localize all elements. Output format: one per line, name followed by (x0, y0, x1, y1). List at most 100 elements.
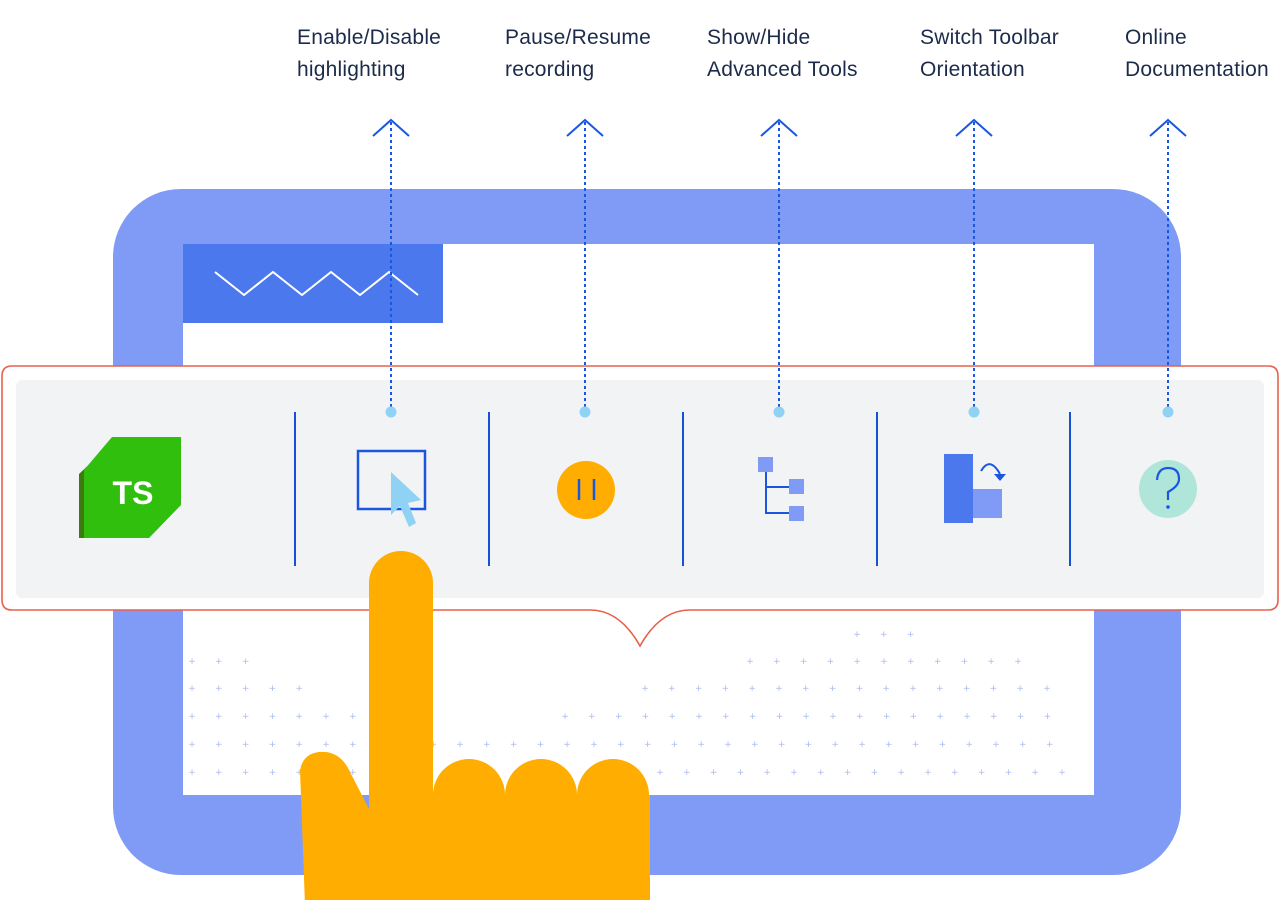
svg-text:+: + (188, 657, 196, 667)
svg-text:+: + (656, 768, 664, 778)
dot-pattern: + + + + + + + + + + + + + + + + + + + + + + + + + + + + + + + + + + + + + + + +… (188, 630, 1066, 778)
svg-text:+: + (668, 712, 676, 722)
svg-text:+: + (1058, 768, 1066, 778)
svg-text:+: + (924, 768, 932, 778)
svg-text:+: + (856, 684, 864, 694)
svg-text:+: + (965, 740, 973, 750)
svg-text:+: + (242, 657, 250, 667)
svg-text:+: + (749, 712, 757, 722)
svg-text:+: + (748, 684, 756, 694)
callout-arrows (372, 118, 1187, 418)
svg-text:+: + (978, 768, 986, 778)
svg-text:+: + (295, 768, 303, 778)
svg-text:+: + (644, 740, 652, 750)
svg-text:+: + (1043, 684, 1051, 694)
svg-text:+: + (992, 740, 1000, 750)
pause-icon[interactable] (557, 461, 615, 519)
svg-text:+: + (802, 712, 810, 722)
help-icon[interactable] (1139, 460, 1197, 518)
svg-text:+: + (990, 712, 998, 722)
toolbar (16, 380, 1264, 598)
window-title-bar (183, 244, 443, 323)
svg-text:+: + (242, 768, 250, 778)
label-line: recording (505, 58, 595, 81)
svg-text:+: + (910, 712, 918, 722)
svg-text:+: + (778, 740, 786, 750)
svg-text:+: + (827, 657, 835, 667)
toolbar-dividers (294, 412, 1071, 566)
svg-text:+: + (951, 768, 959, 778)
svg-text:+: + (617, 740, 625, 750)
label-online-documentation: Online Documentation (1125, 22, 1269, 86)
svg-text:+: + (269, 712, 277, 722)
svg-text:+: + (295, 684, 303, 694)
svg-text:+: + (961, 657, 969, 667)
svg-text:+: + (776, 712, 784, 722)
label-enable-disable-highlighting: Enable/Disable highlighting (297, 22, 441, 86)
svg-text:+: + (871, 768, 879, 778)
orientation-icon[interactable] (944, 454, 1006, 523)
svg-text:+: + (805, 740, 813, 750)
svg-text:+: + (215, 712, 223, 722)
label-line: Switch Toolbar (920, 26, 1059, 49)
svg-text:+: + (215, 657, 223, 667)
svg-text:+: + (671, 740, 679, 750)
svg-text:+: + (349, 740, 357, 750)
label-line: Online (1125, 26, 1187, 49)
svg-text:+: + (642, 712, 650, 722)
svg-text:+: + (1019, 740, 1027, 750)
svg-text:+: + (936, 684, 944, 694)
svg-text:+: + (963, 684, 971, 694)
svg-text:+: + (987, 657, 995, 667)
label-line: Documentation (1125, 58, 1269, 81)
svg-text:+: + (615, 712, 623, 722)
svg-text:+: + (746, 657, 754, 667)
svg-text:+: + (188, 740, 196, 750)
svg-text:+: + (883, 712, 891, 722)
callout-arrow (760, 118, 798, 418)
svg-text:+: + (349, 712, 357, 722)
svg-text:+: + (269, 740, 277, 750)
label-show-hide-advanced-tools: Show/Hide Advanced Tools (707, 22, 858, 86)
label-switch-toolbar-orientation: Switch Toolbar Orientation (920, 22, 1059, 86)
svg-text:+: + (934, 657, 942, 667)
svg-text:+: + (880, 630, 888, 640)
pointing-hand (300, 551, 650, 900)
svg-text:+: + (882, 684, 890, 694)
svg-text:+: + (537, 740, 545, 750)
svg-text:+: + (710, 768, 718, 778)
svg-text:+: + (510, 740, 518, 750)
svg-text:+: + (751, 740, 759, 750)
svg-text:+: + (349, 768, 357, 778)
svg-text:+: + (907, 630, 915, 640)
svg-text:+: + (763, 768, 771, 778)
svg-text:+: + (456, 740, 464, 750)
svg-text:+: + (215, 740, 223, 750)
svg-text:+: + (990, 684, 998, 694)
svg-text:+: + (853, 657, 861, 667)
svg-text:+: + (858, 740, 866, 750)
svg-text:+: + (269, 768, 277, 778)
svg-text:+: + (800, 657, 808, 667)
label-line: Advanced Tools (707, 58, 858, 81)
tree-icon[interactable] (758, 457, 804, 521)
svg-text:+: + (724, 740, 732, 750)
svg-text:+: + (668, 684, 676, 694)
svg-text:+: + (215, 684, 223, 694)
svg-text:+: + (269, 684, 277, 694)
svg-text:+: + (790, 768, 798, 778)
highlight-cursor-icon[interactable] (356, 449, 427, 527)
svg-text:+: + (737, 768, 745, 778)
label-line: Orientation (920, 58, 1025, 81)
label-line: Enable/Disable (297, 26, 442, 49)
svg-text:+: + (856, 712, 864, 722)
svg-text:+: + (242, 740, 250, 750)
svg-text:+: + (683, 768, 691, 778)
svg-text:+: + (722, 684, 730, 694)
svg-text:+: + (242, 712, 250, 722)
svg-text:+: + (802, 684, 810, 694)
svg-text:+: + (936, 712, 944, 722)
svg-text:+: + (773, 657, 781, 667)
